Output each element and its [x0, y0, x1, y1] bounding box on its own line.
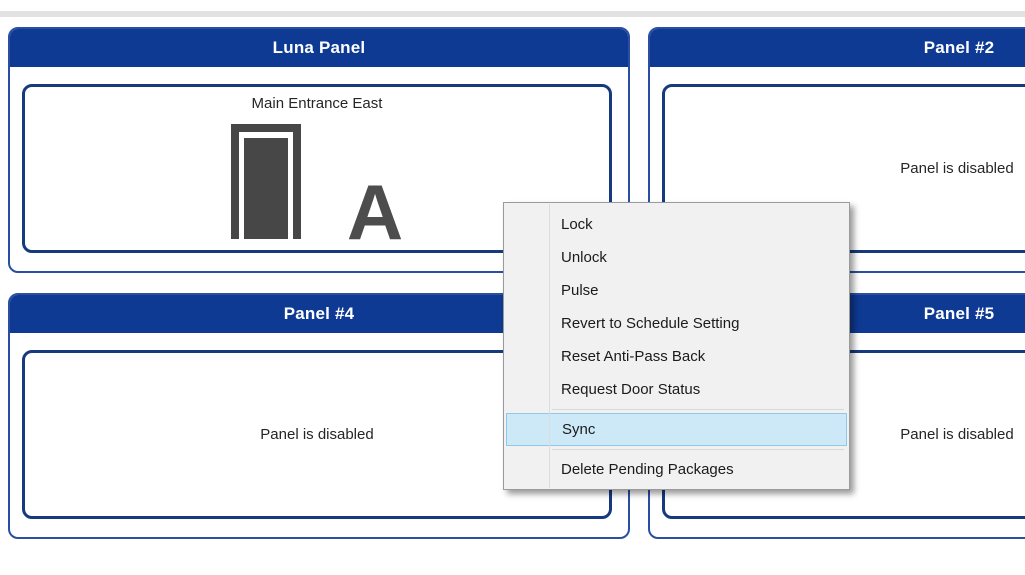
- menu-item-revert-to-schedule-setting[interactable]: Revert to Schedule Setting: [561, 315, 740, 332]
- door-icon: [230, 124, 301, 239]
- panel-5-status-text: Panel is disabled: [900, 426, 1014, 443]
- door-context-menu: Lock Unlock Pulse Revert to Schedule Set…: [503, 202, 850, 490]
- menu-item-pulse[interactable]: Pulse: [561, 282, 599, 299]
- menu-item-request-door-status[interactable]: Request Door Status: [561, 381, 701, 398]
- menu-item-sync[interactable]: Sync: [506, 413, 847, 446]
- panel-5-title: Panel #5: [923, 304, 995, 323]
- menu-item-unlock[interactable]: Unlock: [561, 249, 607, 266]
- menu-item-lock[interactable]: Lock: [561, 216, 593, 233]
- menu-separator: [552, 409, 844, 410]
- menu-gutter-divider: [549, 204, 550, 488]
- menu-item-reset-anti-pass-back[interactable]: Reset Anti-Pass Back: [561, 348, 706, 365]
- panel-luna-header: Luna Panel: [10, 29, 628, 67]
- door-status-row: A: [25, 124, 609, 256]
- door-name-label: Main Entrance East: [251, 95, 383, 112]
- door-status-letter: A: [346, 168, 404, 256]
- panel-4-title: Panel #4: [283, 304, 355, 323]
- panel-luna: Luna Panel Main Entrance East A: [8, 27, 630, 273]
- panel-2-title: Panel #2: [923, 38, 995, 57]
- panel-2-status-text: Panel is disabled: [900, 160, 1014, 177]
- top-divider-band: [0, 11, 1025, 17]
- menu-item-delete-pending-packages[interactable]: Delete Pending Packages: [561, 461, 734, 478]
- panel-luna-title: Luna Panel: [272, 38, 366, 57]
- panel-4-status-text: Panel is disabled: [260, 426, 374, 443]
- menu-separator: [552, 449, 844, 450]
- panel-2-header: Panel #2: [650, 29, 1025, 67]
